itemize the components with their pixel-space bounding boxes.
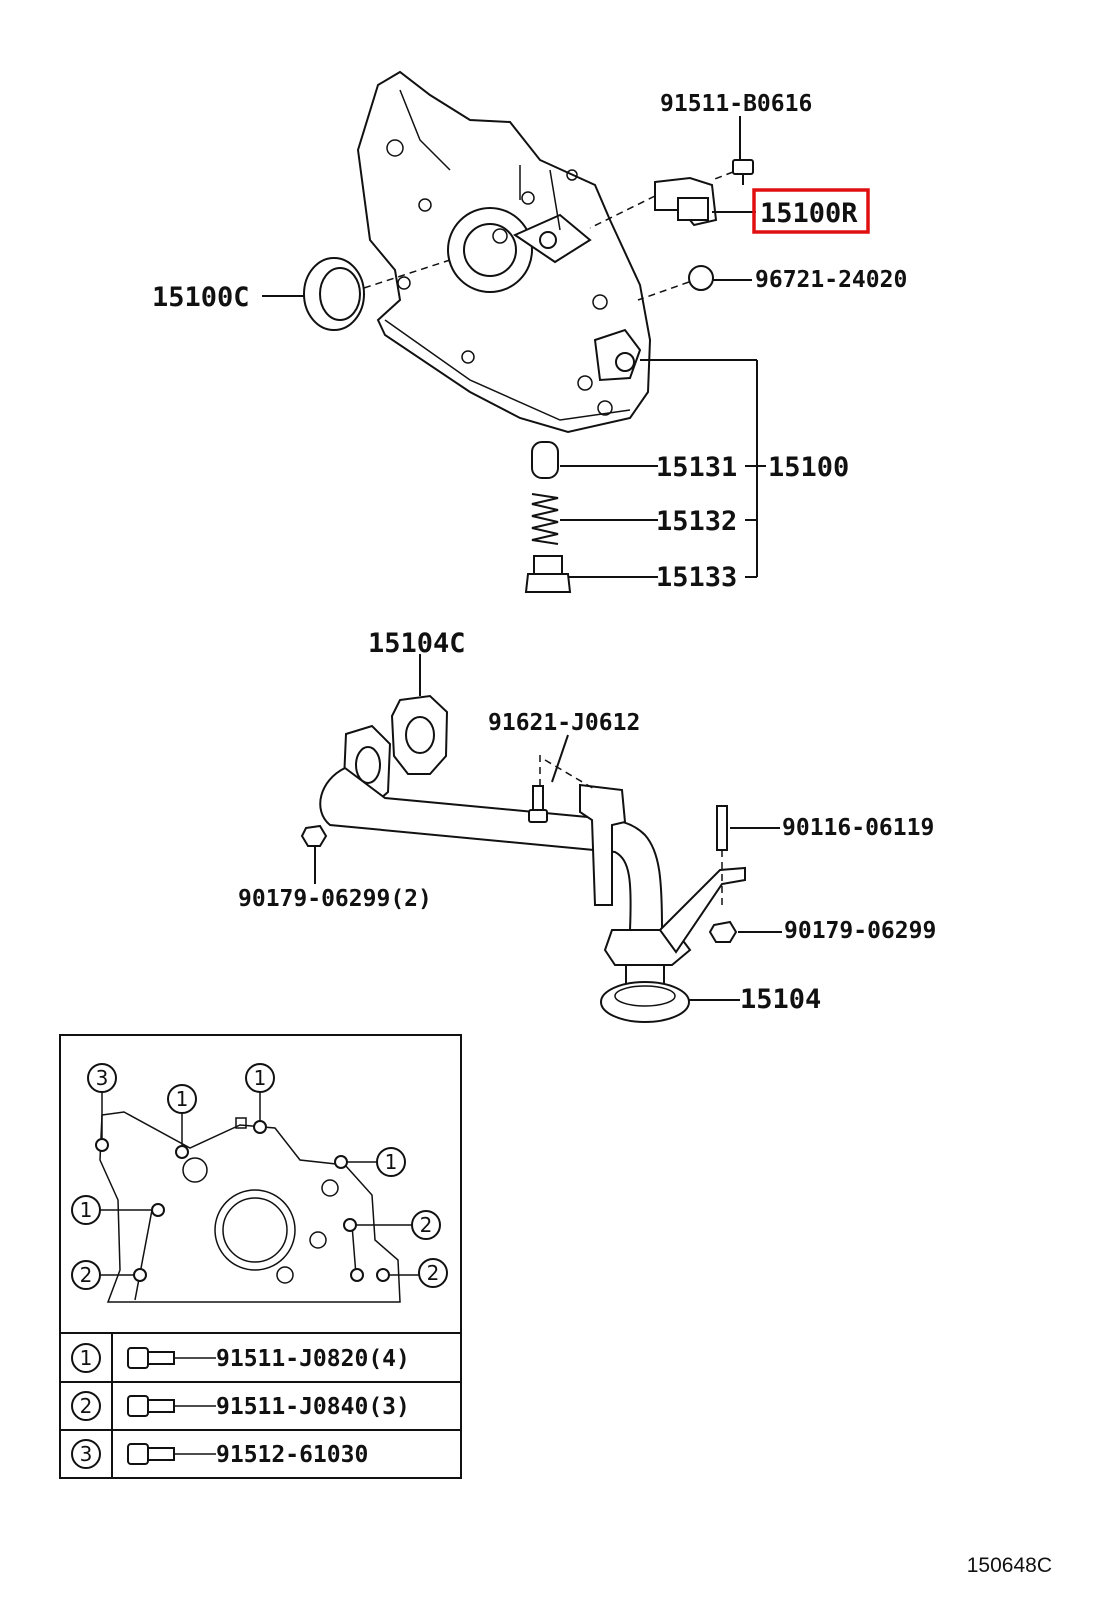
callout-crank-seal[interactable]: 15100C [152,282,250,313]
oil-pump-body-drawing [356,70,652,434]
bolt-icon [127,1395,216,1417]
pump-screw-drawing [711,159,754,185]
key-row-number: 1 [80,1346,93,1370]
key-row-number: 3 [80,1442,93,1466]
callout-stud-bolt[interactable]: 90116-06119 [782,815,934,841]
callout-pump-screw[interactable]: 91511-B0616 [660,91,812,117]
callout-o-ring[interactable]: 96721-24020 [755,267,907,293]
strainer-bolt-drawing [528,734,597,823]
key-row-part[interactable]: 91512-61030 [216,1442,368,1468]
bolt-icon [127,1443,216,1465]
nut-left-drawing [300,824,328,884]
bolt-key-inset [59,1034,462,1479]
callout-strainer-gasket[interactable]: 15104C [368,628,466,659]
callout-strainer-bolt[interactable]: 91621-J0612 [488,710,640,736]
bubble-number: 3 [96,1066,109,1090]
sensor-drawing [589,176,718,229]
bubble-number: 2 [420,1213,433,1237]
o-ring-drawing [688,265,714,291]
key-row-part[interactable]: 91511-J0820(4) [216,1346,410,1372]
bubble-number: 2 [427,1261,440,1285]
figure-number: 150648C [967,1554,1052,1577]
relief-spring-drawing [531,493,559,545]
stud-bolt-drawing [716,805,780,905]
strainer-drawing [319,724,746,1023]
callout-relief-plug[interactable]: 15133 [656,562,737,593]
bolt-icon [127,1347,216,1369]
relief-valve-drawing [531,441,559,479]
callout-relief-valve[interactable]: 15131 [656,452,737,483]
key-row-number: 2 [80,1394,93,1418]
callout-sensor[interactable]: 15100R [760,198,858,229]
crank-seal-drawing [303,257,451,331]
strainer-gasket-drawing [390,654,449,775]
nut-right-drawing [708,920,782,943]
bubble-number: 2 [80,1263,93,1287]
bubble-number: 1 [254,1066,267,1090]
callout-nut-left[interactable]: 90179-06299(2) [238,886,432,912]
relief-plug-drawing [524,555,572,593]
callout-nut-right[interactable]: 90179-06299 [784,918,936,944]
top-leader-lines [262,116,766,578]
key-row-part[interactable]: 91511-J0840(3) [216,1394,410,1420]
highlight-box [752,188,870,234]
bubble-number: 1 [176,1087,189,1111]
bubble-number: 1 [80,1198,93,1222]
callout-strainer[interactable]: 15104 [740,984,821,1015]
callout-relief-spring[interactable]: 15132 [656,506,737,537]
bubble-number: 1 [385,1150,398,1174]
callout-oil-pump-assy[interactable]: 15100 [768,452,849,483]
